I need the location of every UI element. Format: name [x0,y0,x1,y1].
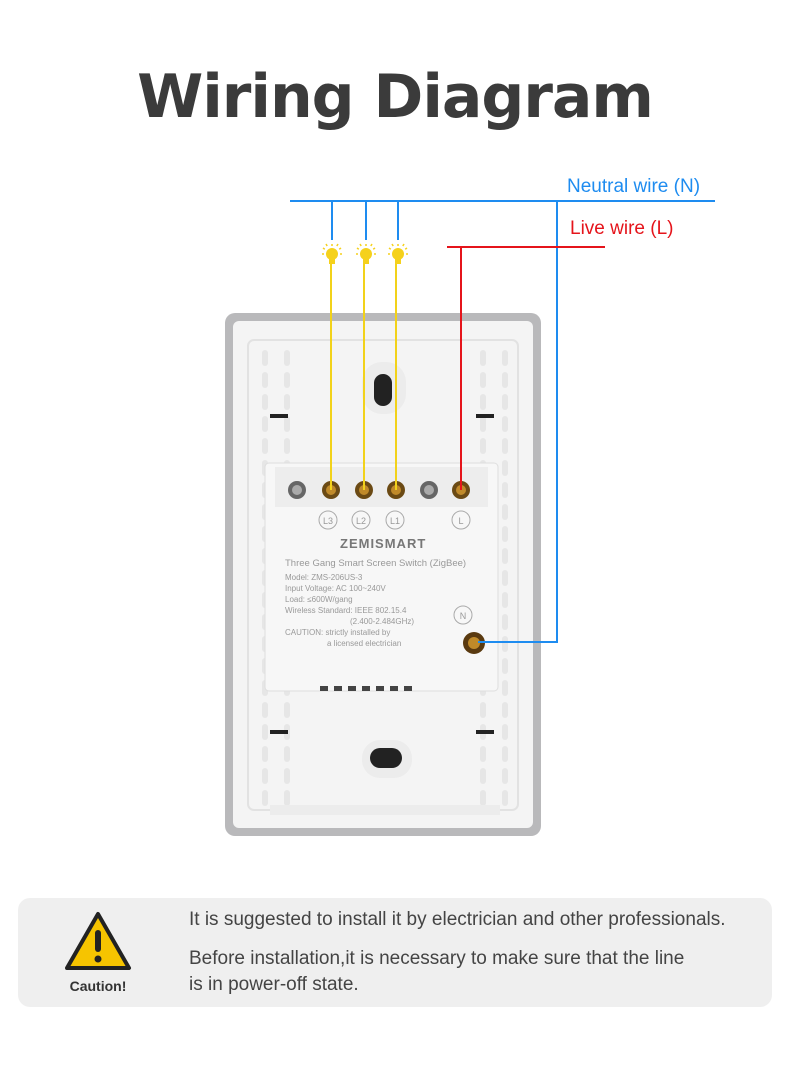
neutral-label: Neutral wire (N) [567,176,700,197]
device-name: Three Gang Smart Screen Switch (ZigBee) [285,558,466,569]
device-voltage: Input Voltage: AC 100~240V [285,584,386,593]
device-caution: CAUTION: strictly installed by [285,628,390,637]
terminal-label: L3 [323,516,333,526]
live-label: Live wire (L) [570,218,673,239]
warning-icon [65,912,131,970]
light-bulb-icon [322,243,342,264]
light-bulb-icon [388,243,408,264]
terminal-label: L1 [390,516,400,526]
terminal-label: N [460,611,467,621]
device-wireless: Wireless Standard: IEEE 802.15.4 [285,606,407,615]
device-model: Model: ZMS-206US-3 [285,573,363,582]
light-bulb-icon [356,243,376,264]
mount-hole-top [374,374,392,406]
caution-text-1: It is suggested to install it by electri… [189,909,726,930]
terminal-screw [420,481,438,499]
page-title: Wiring Diagram [137,62,654,132]
device-caution-2: a licensed electrician [327,639,401,648]
device-freq: (2.400-2.484GHz) [350,617,414,626]
caution-text-2: Before installation,it is necessary to m… [189,948,685,969]
brand-label: ZEMISMART [340,536,426,551]
caution-box: Caution! It is suggested to install it b… [18,898,772,1007]
terminal-label: L [458,516,463,526]
terminal-screw [288,481,306,499]
mount-hole-bottom [370,748,402,768]
device-load: Load: ≤600W/gang [285,595,353,604]
terminal-label: L2 [356,516,366,526]
caution-text-3: is in power-off state. [189,974,359,995]
caution-label: Caution! [69,978,127,994]
